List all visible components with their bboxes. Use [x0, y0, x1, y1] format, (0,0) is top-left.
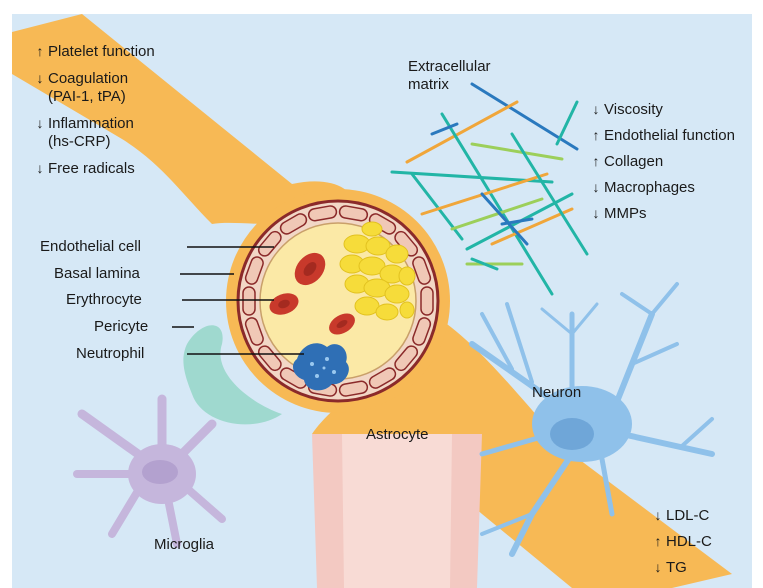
endothelial-cell — [243, 287, 255, 315]
descending-vessel-lumen — [342, 434, 452, 588]
effect-macrophages: ↓Macrophages — [590, 178, 735, 204]
down-arrow-icon: ↓ — [652, 506, 664, 524]
right-effects-list: ↓Viscosity ↑Endothelial function ↑Collag… — [590, 100, 735, 230]
effect-collagen: ↑Collagen — [590, 152, 735, 178]
up-arrow-icon: ↑ — [590, 152, 602, 170]
down-arrow-icon: ↓ — [590, 204, 602, 222]
effect-mmps: ↓MMPs — [590, 204, 735, 230]
label-basal-lamina: Basal lamina — [54, 265, 140, 283]
effect-platelet-function: ↑Platelet function — [34, 42, 155, 61]
left-effects-list: ↑Platelet function ↓Coagulation(PAI-1, t… — [34, 42, 155, 186]
extracellular-matrix-label: Extracellular matrix — [408, 58, 491, 94]
neuron-nucleus — [550, 418, 594, 450]
label-microglia: Microglia — [154, 536, 214, 554]
label-neuron: Neuron — [532, 384, 581, 402]
effect-free-radicals: ↓Free radicals — [34, 159, 155, 178]
down-arrow-icon: ↓ — [34, 69, 46, 87]
label-astrocyte: Astrocyte — [366, 426, 429, 444]
label-endothelial-cell: Endothelial cell — [40, 238, 141, 256]
label-neutrophil: Neutrophil — [76, 345, 144, 363]
label-pericyte: Pericyte — [94, 318, 148, 336]
microglia-nucleus — [142, 460, 178, 484]
down-arrow-icon: ↓ — [34, 114, 46, 132]
diagram-canvas: ↑Platelet function ↓Coagulation(PAI-1, t… — [12, 14, 752, 588]
label-erythrocyte: Erythrocyte — [66, 291, 142, 309]
down-arrow-icon: ↓ — [34, 159, 46, 177]
up-arrow-icon: ↑ — [34, 42, 46, 60]
effect-inflammation: ↓Inflammation(hs-CRP) — [34, 114, 155, 151]
effect-inflammation-detail: (hs-CRP) — [34, 133, 155, 151]
effect-coagulation-detail: (PAI-1, tPA) — [34, 88, 155, 106]
effect-hdl-c: ↑HDL-C — [652, 532, 712, 558]
effect-endothelial-function: ↑Endothelial function — [590, 126, 735, 152]
up-arrow-icon: ↑ — [590, 126, 602, 144]
down-arrow-icon: ↓ — [590, 100, 602, 118]
effect-ldl-c: ↓LDL-C — [652, 506, 712, 532]
effect-coagulation: ↓Coagulation(PAI-1, tPA) — [34, 69, 155, 106]
effect-tg: ↓TG — [652, 558, 712, 584]
up-arrow-icon: ↑ — [652, 532, 664, 550]
lipid-effects-list: ↓LDL-C ↑HDL-C ↓TG — [652, 506, 712, 584]
down-arrow-icon: ↓ — [590, 178, 602, 196]
endothelial-cell — [421, 287, 433, 315]
effect-viscosity: ↓Viscosity — [590, 100, 735, 126]
down-arrow-icon: ↓ — [652, 558, 664, 576]
